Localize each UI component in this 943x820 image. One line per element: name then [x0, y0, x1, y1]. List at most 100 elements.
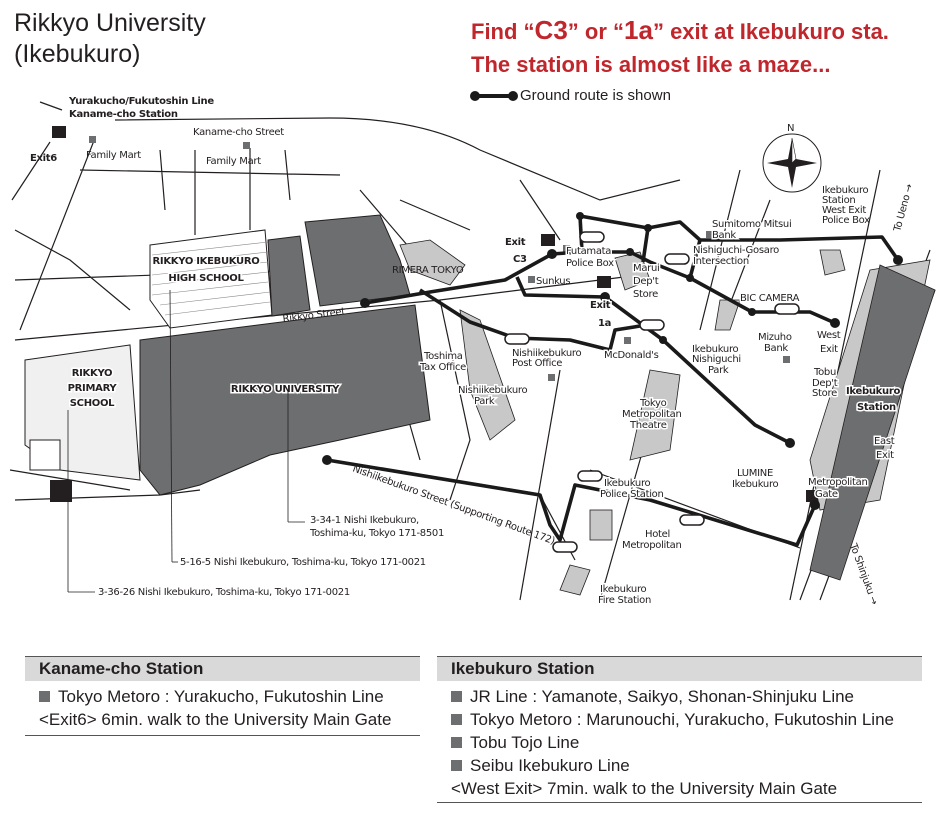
row-text: Tokyo Metoro : Yurakucho, Fukutoshin Lin…	[58, 687, 384, 706]
row-text: Seibu Ikebukuro Line	[470, 756, 630, 775]
label-mizuho: Bank	[764, 343, 788, 354]
label-tobu: Dep't	[812, 378, 838, 389]
label-kaname-station: Kaname-cho Station	[69, 109, 178, 120]
label-police-box: Station	[822, 195, 855, 206]
campus-map: N Yurakucho/Fukutoshin Line Kaname-cho S…	[9, 96, 936, 608]
label-mizuho: Mizuho	[758, 332, 792, 343]
title-line: Rikkyo University	[14, 9, 206, 37]
label-futamata: Futamata	[566, 246, 611, 257]
label-smbc: Sumitomo Mitsui	[712, 219, 791, 230]
label-to-shinjuku: To Shinjuku →	[847, 541, 880, 606]
label-gosaro: Intersection	[693, 256, 749, 267]
label-west-exit: Exit	[820, 344, 838, 355]
label-high-school: RIKKYO IKEBUKURO	[153, 256, 260, 267]
label-fire-station: Ikebukuro	[600, 584, 647, 595]
label-nishi-park: Nishiikebukuro	[458, 385, 527, 396]
metro-exit-icons	[52, 126, 611, 288]
bullet-square-icon	[451, 737, 462, 748]
kaname-station-table: Kaname-cho Station Tokyo Metoro : Yuraku…	[25, 656, 420, 736]
legend-label: Ground route is shown	[520, 87, 671, 104]
bullet-square-icon	[39, 691, 50, 702]
label-lumine: LUMINE	[737, 468, 773, 479]
label-gosaro: Nishiguchi-Gosaro	[693, 245, 779, 256]
label-police-box: West Exit	[822, 205, 866, 216]
label-exit-1a: 1a	[598, 318, 611, 329]
label-nishi-park: Park	[474, 396, 495, 407]
table-header: Kaname-cho Station	[25, 656, 420, 681]
headline-text: Find “	[471, 19, 535, 44]
table-row: Tokyo Metoro : Yurakucho, Fukutoshin Lin…	[25, 685, 420, 708]
label-primary: PRIMARY	[68, 383, 118, 394]
label-marui: Dep't	[633, 276, 659, 287]
label-nishiguchi-park: Ikebukuro	[692, 344, 739, 355]
label-marui: Marui	[633, 263, 659, 274]
label-theatre: Metropolitan	[622, 409, 682, 420]
label-exit-c3: C3	[513, 254, 527, 265]
label-police-station: Police Station	[600, 489, 664, 500]
ikebukuro-station-table: Ikebukuro Station JR Line : Yamanote, Sa…	[437, 656, 922, 803]
label-marui: Store	[633, 289, 658, 300]
row-text: JR Line : Yamanote, Saikyo, Shonan-Shinj…	[470, 687, 855, 706]
table-note: <West Exit> 7min. walk to the University…	[437, 777, 922, 803]
label-east-exit: East	[874, 436, 895, 447]
label-primary: RIKKYO	[72, 368, 113, 379]
label-metropolitan-gate: Gate	[815, 489, 838, 500]
label-kaname-street: Kaname-cho Street	[193, 127, 284, 138]
label-sunkus: Sunkus	[536, 276, 570, 287]
label-hotel: Metropolitan	[622, 540, 682, 551]
headline-text: ” exit at Ikebukuro sta.	[652, 19, 889, 44]
label-bic-camera: BIC CAMERA	[740, 293, 800, 304]
title-line: (Ikebukuro)	[14, 40, 141, 68]
address-primary: 3-36-26 Nishi Ikebukuro, Toshima-ku, Tok…	[98, 587, 350, 598]
label-to-ueno: To Ueno →	[892, 183, 915, 234]
label-ikebukuro-station: Ikebukuro	[846, 386, 900, 397]
row-text: Tokyo Metoro : Marunouchi, Yurakucho, Fu…	[470, 710, 894, 729]
table-row: Seibu Ikebukuro Line	[437, 754, 922, 777]
address-university: 3-34-1 Nishi Ikebukuro,	[310, 515, 419, 526]
table-row: Tokyo Metoro : Marunouchi, Yurakucho, Fu…	[437, 708, 922, 731]
label-police-station: Ikebukuro	[604, 478, 651, 489]
label-police-box: Ikebukuro	[822, 185, 869, 196]
label-mcdonalds: McDonald's	[604, 350, 659, 361]
landmark-buildings	[399, 239, 936, 596]
label-primary: SCHOOL	[70, 398, 115, 409]
label-futamata: Police Box	[566, 258, 614, 269]
label-university: RIKKYO UNIVERSITY	[231, 384, 340, 395]
label-west-exit: West	[817, 330, 841, 341]
table-row: JR Line : Yamanote, Saikyo, Shonan-Shinj…	[437, 685, 922, 708]
compass-icon: N	[762, 123, 822, 193]
label-nishiguchi-park: Nishiguchi	[692, 354, 741, 365]
label-exit-1a: Exit	[590, 300, 611, 311]
label-smbc: Bank	[712, 230, 736, 241]
address-high-school: 5-16-5 Nishi Ikebukuro, Toshima-ku, Toky…	[180, 557, 426, 568]
label-hotel: Hotel	[645, 529, 670, 540]
row-text: Tobu Tojo Line	[470, 733, 580, 752]
label-family-mart: Family Mart	[206, 156, 261, 167]
label-post-office: Nishiikebukuro	[512, 348, 581, 359]
label-exit6: Exit6	[30, 153, 57, 164]
headline-1a: 1a	[624, 15, 653, 45]
route-legend: Ground route is shown	[470, 87, 671, 104]
label-ikebukuro-station: Station	[857, 402, 896, 413]
label-family-mart: Family Mart	[86, 150, 141, 161]
bullet-square-icon	[451, 714, 462, 725]
label-fire-station: Fire Station	[598, 595, 651, 606]
label-rimera: RIMERA TOKYO	[392, 265, 464, 276]
label-exit-c3: Exit	[505, 237, 526, 248]
exit-headline: Find “C3” or “1a” exit at Ikebukuro sta.…	[471, 14, 889, 81]
label-post-office: Post Office	[512, 358, 562, 369]
label-metropolitan-gate: Metropolitan	[808, 477, 868, 488]
route-line-icon	[470, 90, 518, 101]
headline-line2: The station is almost like a maze...	[471, 52, 831, 77]
label-east-exit: Exit	[876, 450, 894, 461]
label-tobu: Store	[812, 388, 837, 399]
label-tobu: Tobu	[813, 367, 836, 378]
label-high-school: HIGH SCHOOL	[168, 273, 244, 284]
traffic-light-icons	[504, 231, 800, 553]
label-theatre: Tokyo	[639, 398, 667, 409]
label-nishiguchi-park: Park	[708, 365, 729, 376]
shop-markers	[89, 136, 818, 502]
page-title: Rikkyo University (Ikebukuro)	[14, 8, 206, 70]
headline-text: ” or “	[567, 19, 625, 44]
table-header: Ikebukuro Station	[437, 656, 922, 681]
